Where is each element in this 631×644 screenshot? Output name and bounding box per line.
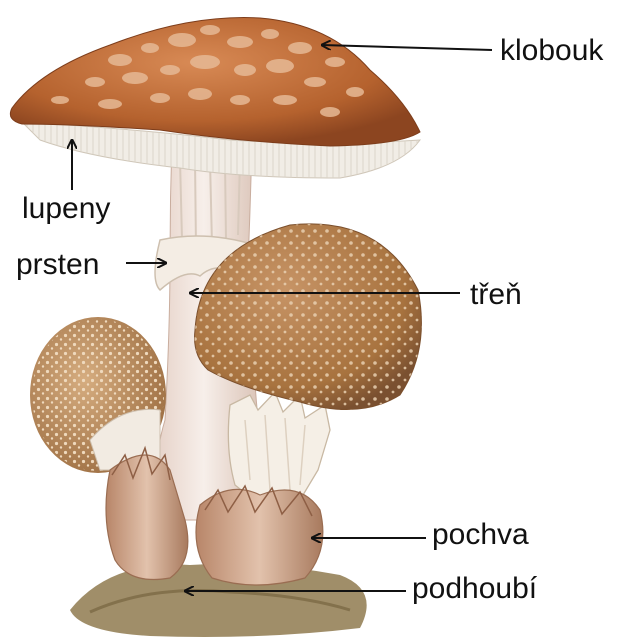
volva-right	[196, 489, 323, 585]
label-volva: pochva	[432, 520, 529, 550]
label-gills: lupeny	[22, 194, 110, 224]
label-mycelium: podhoubí	[412, 574, 537, 604]
label-stem: třeň	[470, 280, 522, 310]
label-cap: klobouk	[500, 36, 603, 66]
label-ring: prsten	[16, 250, 99, 280]
